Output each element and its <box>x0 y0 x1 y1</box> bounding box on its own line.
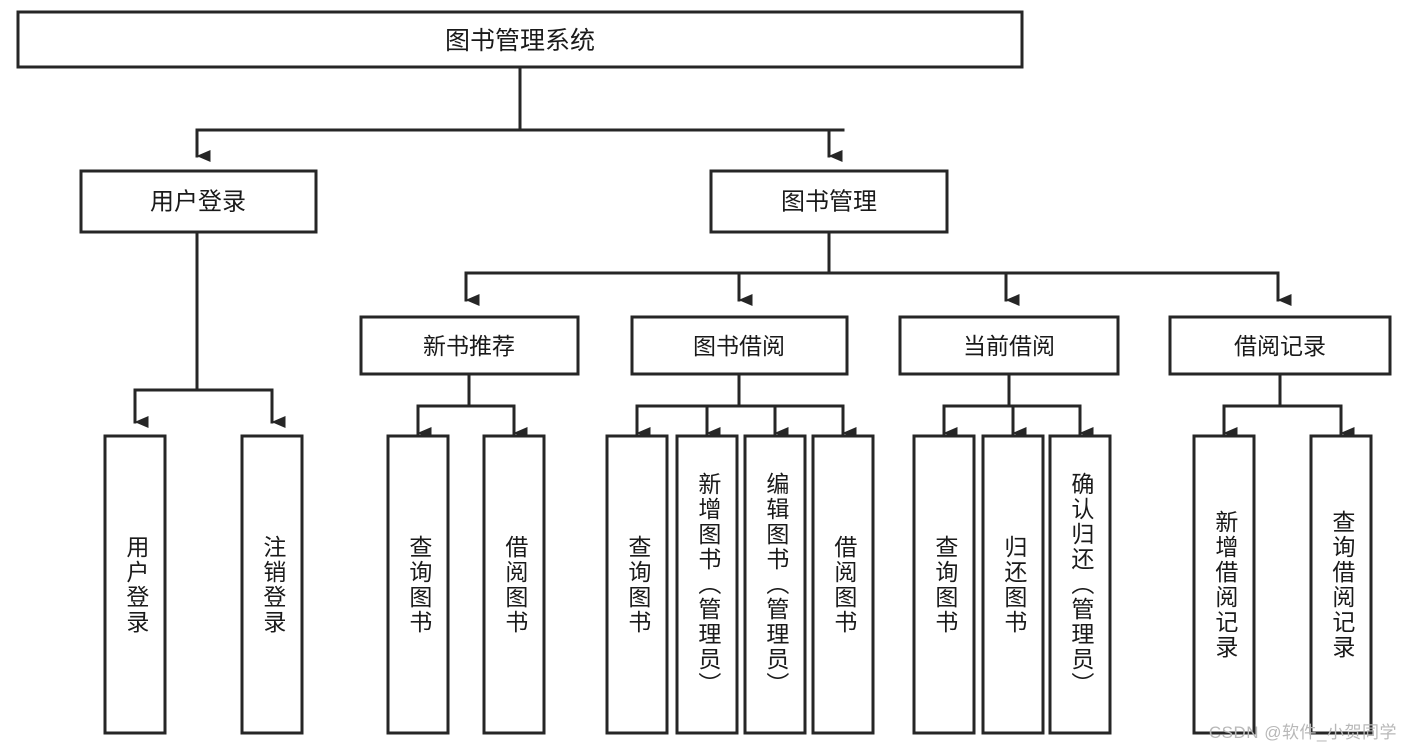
node-current-borrow[interactable]: 当前借阅 <box>898 315 1120 376</box>
node-user-login-label: 用户登录 <box>150 189 246 216</box>
leaf-box-borrow-book-newbook[interactable] <box>482 434 546 735</box>
csdn-watermark: CSDN @软件_小贺同学 <box>1208 723 1397 742</box>
node-new-book-recommend-label: 新书推荐 <box>423 333 515 359</box>
leaf-box-edit-book[interactable] <box>743 434 807 735</box>
node-borrow-record-label: 借阅记录 <box>1234 333 1326 359</box>
leaf-box-query-book-current[interactable] <box>912 434 976 735</box>
node-book-management-label: 图书管理 <box>781 189 877 216</box>
leaf-box-user-login[interactable] <box>103 434 167 735</box>
connector-bookmgmt-to-level3 <box>464 230 1292 306</box>
connector-borrow-to-leaves <box>635 372 857 439</box>
node-current-borrow-label: 当前借阅 <box>963 333 1055 359</box>
connector-newbook-to-leaves <box>416 372 528 439</box>
node-root[interactable]: 图书管理系统 <box>16 10 1024 69</box>
node-borrow-record[interactable]: 借阅记录 <box>1168 315 1392 376</box>
node-root-label: 图书管理系统 <box>445 27 595 55</box>
leaf-box-query-record[interactable] <box>1309 434 1373 735</box>
node-book-borrow-label: 图书借阅 <box>693 333 785 359</box>
node-new-book-recommend[interactable]: 新书推荐 <box>359 315 580 376</box>
connector-userlogin-to-leaves <box>133 230 286 428</box>
leaf-box-confirm-return[interactable] <box>1048 434 1112 735</box>
connector-current-to-leaves <box>942 372 1094 439</box>
leaf-box-query-book-borrow[interactable] <box>605 434 669 735</box>
connector-record-to-leaves <box>1222 372 1355 439</box>
leaf-box-return-book[interactable] <box>981 434 1045 735</box>
leaf-box-borrow-book[interactable] <box>811 434 875 735</box>
leaf-box-add-book[interactable] <box>675 434 739 735</box>
connector-root-to-level2 <box>195 65 845 162</box>
leaf-box-add-record[interactable] <box>1192 434 1256 735</box>
node-book-management[interactable]: 图书管理 <box>709 169 949 234</box>
node-user-login[interactable]: 用户登录 <box>79 169 318 234</box>
leaf-box-query-book-newbook[interactable] <box>386 434 450 735</box>
node-book-borrow[interactable]: 图书借阅 <box>630 315 849 376</box>
leaf-box-logout[interactable] <box>240 434 304 735</box>
